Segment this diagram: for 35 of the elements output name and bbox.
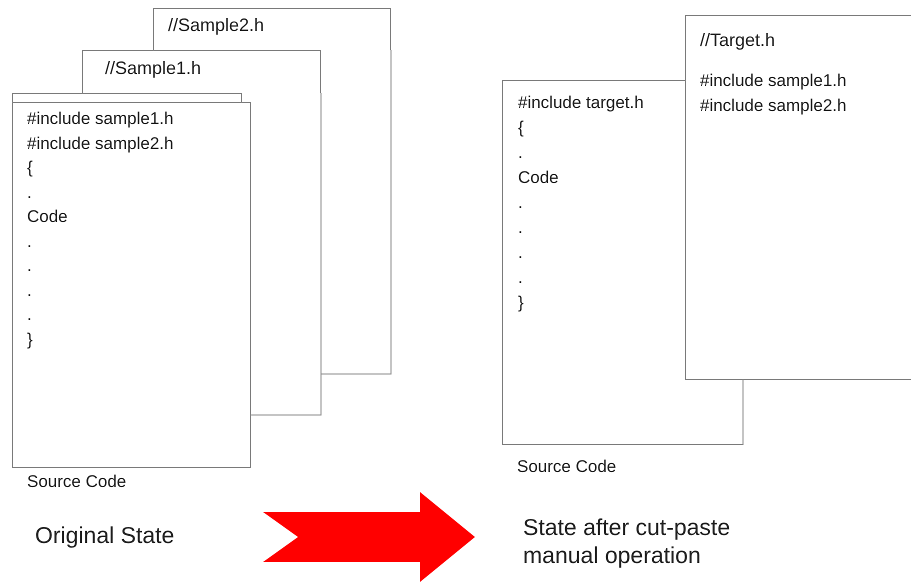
code-line: }: [518, 293, 524, 313]
code-line: .: [518, 268, 523, 288]
code-line: Code: [27, 207, 68, 227]
code-line: .: [518, 243, 523, 263]
code-line: .: [27, 256, 32, 276]
page-caption: Source Code: [27, 472, 126, 492]
code-line: .: [27, 232, 32, 252]
code-line: .: [518, 218, 523, 238]
code-line: {: [27, 158, 33, 178]
page-caption: Source Code: [517, 457, 616, 477]
state-label: State after cut-paste manual operation: [523, 513, 732, 569]
code-line: .: [27, 305, 32, 325]
code-line: Code: [518, 168, 559, 188]
block-arrow: [263, 492, 475, 582]
document-page: [685, 15, 911, 380]
document-page: [12, 102, 251, 468]
code-line: }: [27, 330, 33, 350]
code-line: #include target.h: [518, 93, 644, 113]
code-line: {: [518, 118, 524, 138]
code-line: .: [518, 193, 523, 213]
file-heading: //Sample2.h: [168, 15, 264, 35]
code-line: .: [27, 280, 32, 300]
code-line: #include sample1.h: [700, 71, 846, 91]
blank-page: [12, 93, 242, 102]
state-label: Original State: [35, 521, 174, 549]
code-line: .: [518, 143, 523, 163]
file-heading: //Sample1.h: [105, 58, 202, 78]
document-page: [502, 80, 685, 445]
file-heading: //Target.h: [700, 30, 776, 50]
code-line: #include sample2.h: [700, 96, 846, 116]
document-page: [82, 50, 321, 93]
code-line: #include sample2.h: [27, 134, 174, 154]
code-line: #include sample1.h: [27, 109, 174, 129]
document-page: [153, 8, 391, 50]
code-line: .: [27, 182, 32, 202]
